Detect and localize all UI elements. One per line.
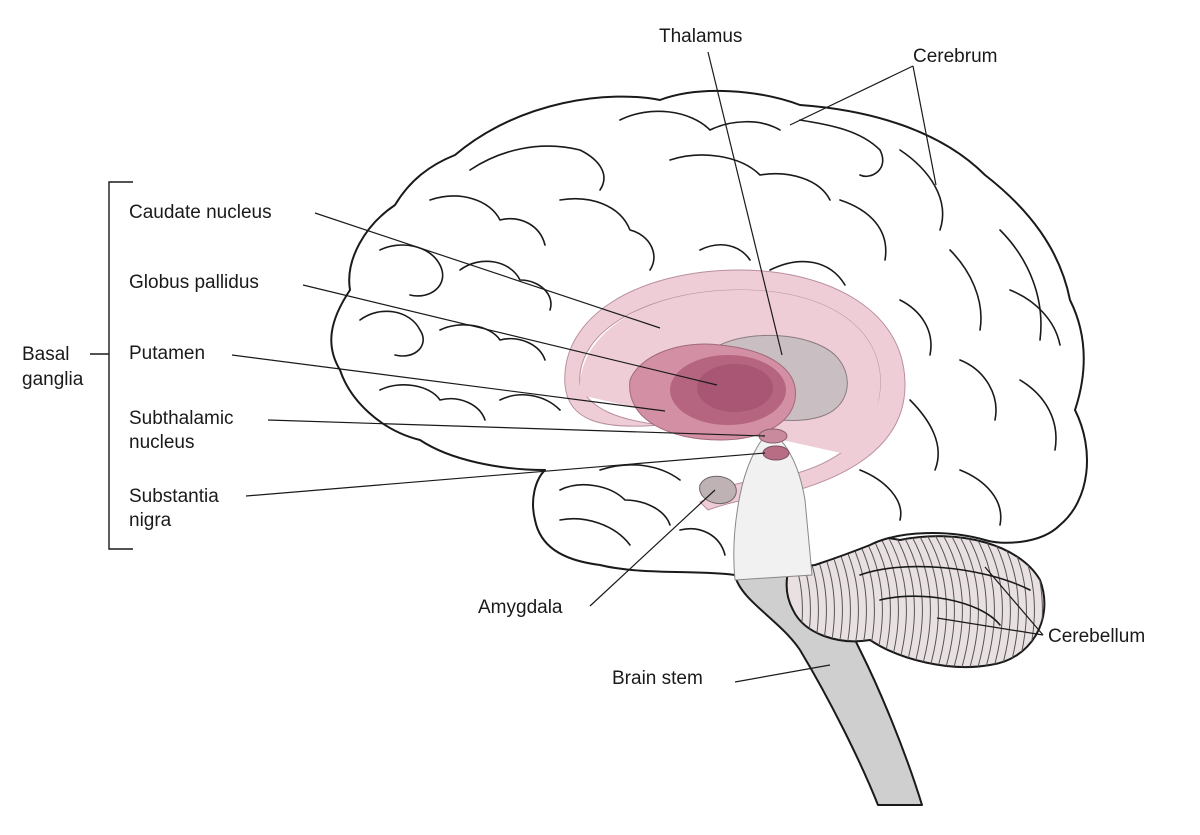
midbrain-shape xyxy=(733,429,813,581)
label-globus-pallidus: Globus pallidus xyxy=(129,272,259,293)
label-putamen: Putamen xyxy=(129,343,205,364)
substantia-nigra-shape xyxy=(762,445,790,461)
label-brain-stem: Brain stem xyxy=(612,668,703,689)
label-subthalamic-line2: nucleus xyxy=(129,432,195,453)
label-thalamus: Thalamus xyxy=(659,26,742,47)
label-cerebrum: Cerebrum xyxy=(913,46,997,67)
leader-lines xyxy=(231,51,1044,683)
cerebrum-gyri xyxy=(359,110,1061,556)
label-caudate-nucleus: Caudate nucleus xyxy=(129,202,272,223)
label-substantia-line1: Substantia xyxy=(129,486,219,507)
label-substantia-line2: nigra xyxy=(129,510,172,531)
basal-ganglia-bracket xyxy=(90,181,133,550)
label-basal-line1: Basal xyxy=(22,344,70,365)
label-basal-line2: ganglia xyxy=(22,369,84,390)
label-amygdala: Amygdala xyxy=(478,597,563,618)
label-subthalamic-line1: Subthalamic xyxy=(129,408,234,429)
label-cerebellum: Cerebellum xyxy=(1048,626,1145,647)
amygdala-shape xyxy=(699,475,737,505)
